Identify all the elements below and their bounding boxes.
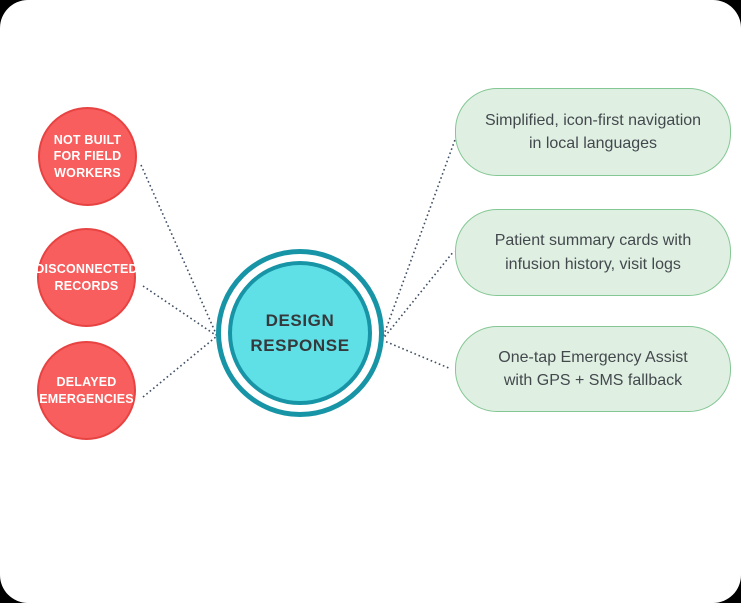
connector-problem-2 [142, 285, 218, 337]
response-node-label: One-tap Emergency Assist with GPS + SMS … [498, 348, 688, 389]
problem-node-label: NOT BUILT FOR FIELD WORKERS [53, 132, 122, 180]
response-node-simplified-navigation: Simplified, icon-first navigation in loc… [455, 88, 731, 176]
response-node-emergency-assist: One-tap Emergency Assist with GPS + SMS … [455, 326, 731, 412]
connector-problem-1 [140, 164, 218, 337]
response-node-label: Simplified, icon-first navigation in loc… [484, 111, 702, 152]
problem-node-label: DISCONNECTED RECORDS [35, 262, 138, 293]
response-node-label: Patient summary cards with infusion hist… [494, 232, 692, 273]
connector-response-1 [381, 136, 457, 341]
response-node-patient-summary-cards: Patient summary cards with infusion hist… [455, 209, 731, 296]
center-node-design-response: DESIGN RESPONSE [216, 249, 384, 417]
center-node-label: DESIGN RESPONSE [250, 310, 350, 356]
connector-problem-3 [142, 335, 218, 398]
connector-response-3 [381, 339, 452, 370]
connector-response-2 [381, 250, 455, 341]
problem-node-delayed-emergencies: DELAYED EMERGENCIES [37, 341, 136, 440]
problem-node-label: DELAYED EMERGENCIES [39, 375, 134, 406]
problem-node-disconnected-records: DISCONNECTED RECORDS [35, 228, 138, 327]
center-node-inner-circle: DESIGN RESPONSE [228, 261, 372, 405]
problem-node-not-built-for-field-workers: NOT BUILT FOR FIELD WORKERS [38, 107, 137, 206]
